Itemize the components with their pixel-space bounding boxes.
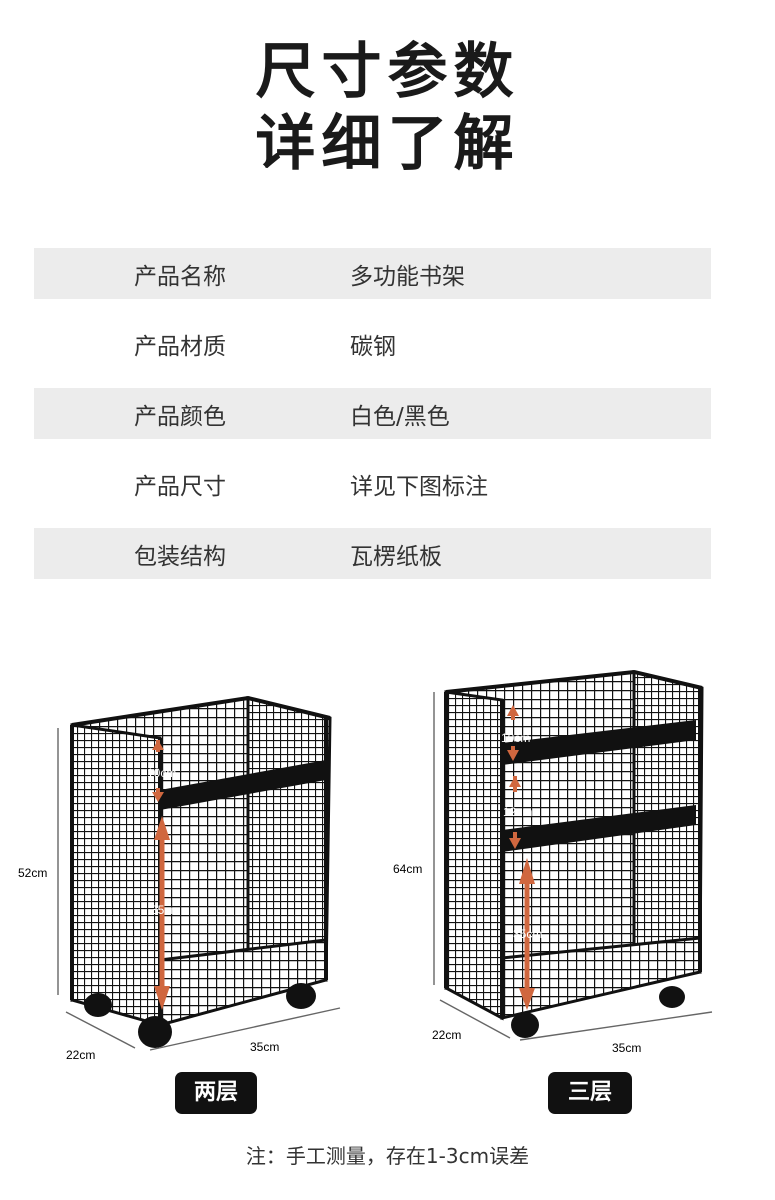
spec-label: 产品材质: [134, 333, 226, 360]
spec-row-size: 产品尺寸 详见下图标注: [34, 458, 711, 509]
two-tier-height: 52cm: [18, 866, 47, 880]
three-tier-height: 64cm: [393, 862, 422, 876]
two-tier-top-gap-label: 10cm: [147, 766, 176, 780]
three-tier-top-gap-arrow: 10cm: [501, 705, 530, 761]
spec-row-packaging: 包装结构 瓦楞纸板: [34, 528, 711, 579]
spec-label: 包装结构: [134, 543, 226, 570]
two-tier-width: 35cm: [250, 1040, 279, 1054]
three-tier-shelf-gap-label: 35cm: [513, 927, 542, 941]
title-line-1: 尺寸参数: [255, 37, 520, 107]
title-block: 尺寸参数 详细了解: [0, 36, 775, 180]
three-tier-width: 35cm: [612, 1041, 641, 1055]
three-tier-depth: 22cm: [432, 1028, 461, 1042]
three-tier-mid-gap-label: 12cm: [503, 805, 532, 819]
spec-label: 产品颜色: [134, 403, 226, 430]
spec-value: 多功能书架: [350, 263, 465, 290]
two-tier-badge: 两层: [175, 1072, 257, 1114]
spec-value: 详见下图标注: [350, 473, 488, 500]
three-tier-cart: 10cm 12cm 35cm 64cm 22cm 35cm: [393, 669, 713, 1055]
three-tier-top-gap-label: 10cm: [501, 731, 530, 745]
spec-label: 产品尺寸: [134, 473, 226, 500]
two-tier-depth: 22cm: [66, 1048, 95, 1062]
measurement-footnote: 注：手工测量，存在1-3cm误差: [245, 1144, 530, 1168]
three-tier-mid-gap-arrow: 12cm: [503, 776, 532, 849]
spec-row-material: 产品材质 碳钢: [34, 318, 711, 369]
title-line-2: 详细了解: [255, 109, 520, 179]
two-tier-cart: 10cm 35cm 52cm 22cm 35cm: [18, 695, 341, 1062]
spec-label: 产品名称: [134, 263, 226, 290]
spec-value: 碳钢: [350, 333, 396, 360]
spec-table: 产品名称 多功能书架 产品材质 碳钢 产品颜色 白色/黑色 产品尺寸 详见下图标…: [34, 248, 711, 598]
shelf-illustrations: 10cm 35cm 52cm 22cm 35cm: [18, 669, 713, 1062]
two-tier-top-gap-arrow: 10cm: [147, 740, 176, 802]
three-tier-badge: 三层: [548, 1072, 632, 1114]
spec-row-name: 产品名称 多功能书架: [34, 248, 711, 299]
spec-value: 瓦楞纸板: [350, 543, 442, 570]
spec-row-color: 产品颜色 白色/黑色: [34, 388, 711, 439]
three-tier-shelf-gap-arrow: 35cm: [513, 858, 542, 1010]
spec-value: 白色/黑色: [350, 403, 450, 430]
two-tier-shelf-gap-label: 35cm: [151, 903, 180, 917]
two-tier-shelf-gap-arrow: 35cm: [151, 816, 180, 1010]
